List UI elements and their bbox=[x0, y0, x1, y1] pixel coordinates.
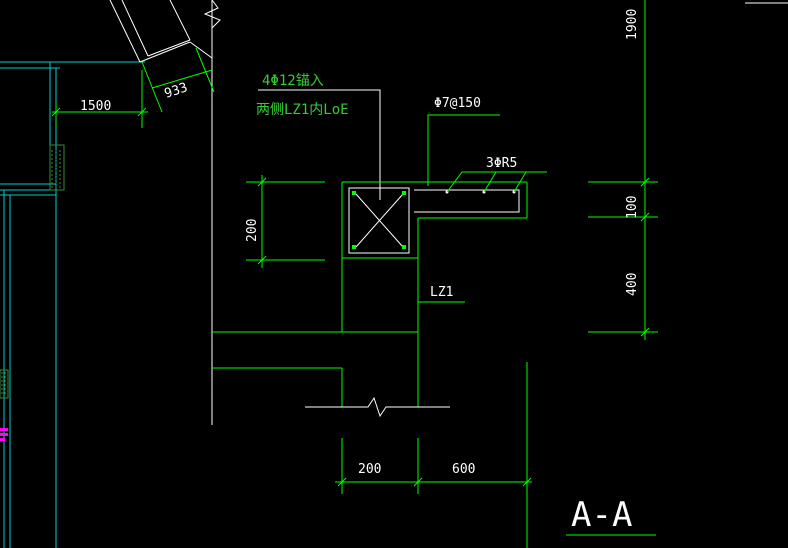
rebar-spec: 3ΦR5 bbox=[486, 156, 517, 171]
dim-200-vertical bbox=[246, 175, 325, 268]
beam-stirrup bbox=[414, 189, 520, 213]
rebar-leader bbox=[446, 171, 547, 193]
dim-933 bbox=[141, 47, 215, 113]
column-label: LZ1 bbox=[430, 285, 453, 300]
beam-rebar-dots bbox=[445, 190, 516, 194]
inclined-slab bbox=[109, 0, 221, 425]
wall-hatch bbox=[0, 144, 65, 399]
break-line bbox=[305, 396, 450, 418]
left-wall bbox=[0, 61, 145, 548]
dim-1500-label: 1500 bbox=[80, 99, 111, 114]
dim-right bbox=[588, 0, 658, 340]
dim-933-label: 933 bbox=[163, 80, 190, 102]
section-title: A-A bbox=[571, 495, 632, 535]
stirrup-leader bbox=[427, 114, 500, 186]
stirrup-spec: Φ7@150 bbox=[434, 96, 481, 111]
column-rebar-cage bbox=[348, 187, 410, 254]
column-rebar-corners bbox=[352, 191, 406, 249]
dim-600-label: 600 bbox=[452, 462, 475, 477]
dim-200-vertical-label: 200 bbox=[245, 219, 260, 242]
dim-400-label: 400 bbox=[625, 273, 640, 296]
dim-100-label: 100 bbox=[625, 196, 640, 219]
magenta-marker bbox=[0, 428, 8, 441]
dim-1900-label: 1900 bbox=[625, 9, 640, 40]
dim-1500 bbox=[51, 70, 148, 128]
anchor-note-line1: 4Φ12锚入 bbox=[262, 73, 324, 89]
column-beam-outline bbox=[212, 181, 528, 548]
dim-200-bottom-label: 200 bbox=[358, 462, 381, 477]
dim-bottom bbox=[335, 438, 532, 494]
anchor-leader bbox=[258, 89, 381, 200]
anchor-note-line2: 两侧LZ1内LoE bbox=[256, 102, 349, 118]
